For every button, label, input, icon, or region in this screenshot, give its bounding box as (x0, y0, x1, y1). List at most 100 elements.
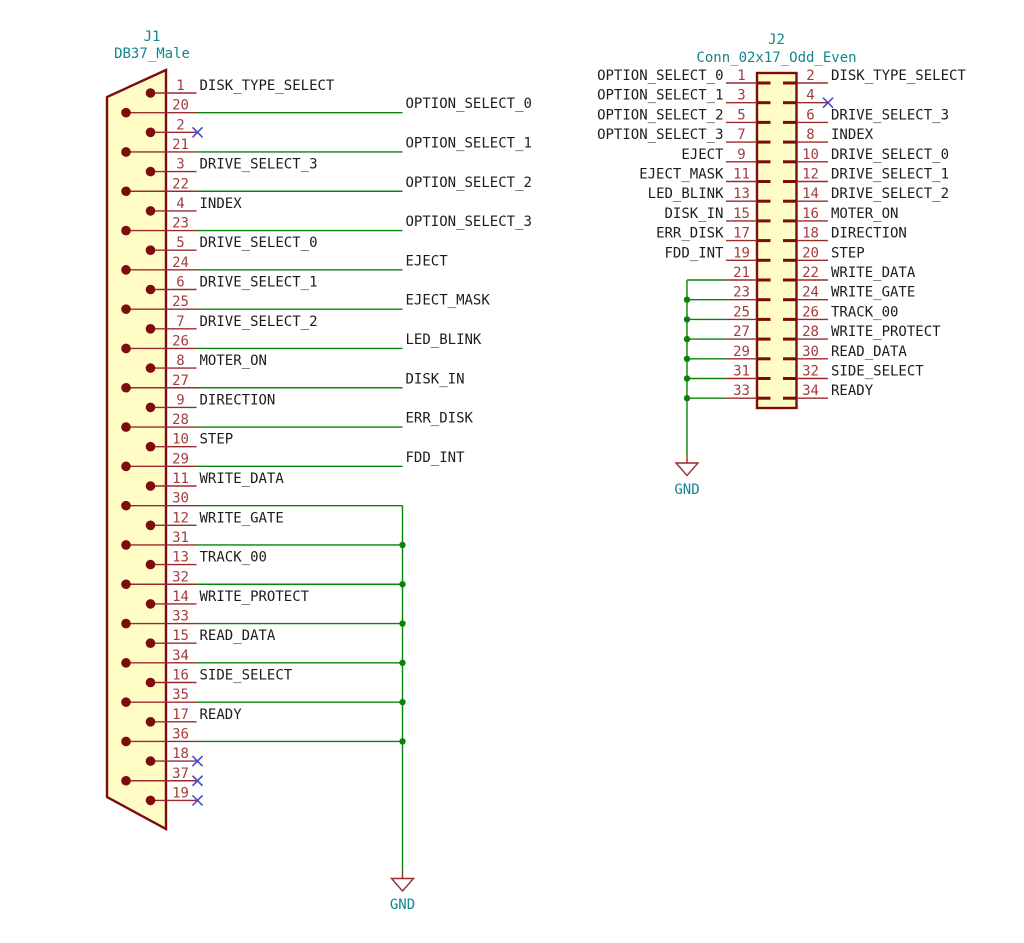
pin-dot (121, 579, 131, 590)
net-label[interactable]: SIDE_SELECT (200, 668, 293, 684)
net-label[interactable]: DRIVE_SELECT_2 (831, 186, 949, 202)
net-label[interactable]: FDD_INT (664, 245, 724, 261)
j1-reference[interactable]: J1 (144, 29, 161, 45)
net-label[interactable]: READY (200, 707, 243, 723)
pin-dot (121, 422, 131, 432)
pin-number: 24 (802, 285, 819, 301)
net-label[interactable]: DISK_TYPE_SELECT (200, 78, 335, 94)
j1-body[interactable] (105, 68, 168, 832)
net-label[interactable]: EJECT_MASK (406, 293, 491, 309)
pin-number: 6 (806, 107, 814, 123)
gnd-label[interactable]: GND (674, 482, 699, 498)
net-label[interactable]: WRITE_GATE (831, 285, 915, 301)
pin-number: 24 (172, 255, 189, 271)
j1-pin-row-32: 32 (121, 569, 403, 590)
pin-dot (145, 363, 156, 373)
net-label[interactable]: OPTION_SELECT_1 (597, 88, 723, 104)
pin-number: 2 (176, 117, 184, 133)
j1-pin-row-19: 19 (145, 785, 204, 806)
pin-number: 32 (802, 364, 819, 380)
j2-value[interactable]: Conn_02x17_Odd_Even (696, 50, 856, 66)
net-label[interactable]: SIDE_SELECT (831, 364, 924, 380)
net-label[interactable]: OPTION_SELECT_2 (406, 175, 532, 191)
net-label[interactable]: STEP (200, 432, 234, 448)
pin-number: 7 (737, 127, 745, 143)
pin-dot (121, 736, 131, 747)
no-connect-icon[interactable] (191, 794, 204, 806)
junction-dot (399, 659, 406, 667)
net-label[interactable]: DRIVE_SELECT_0 (200, 235, 318, 251)
pin-dot (145, 638, 156, 648)
pin-number: 37 (172, 766, 189, 782)
net-label[interactable]: EJECT_MASK (639, 167, 724, 183)
no-connect-icon[interactable] (822, 97, 834, 109)
no-connect-icon[interactable] (191, 755, 204, 767)
net-label[interactable]: DRIVE_SELECT_0 (831, 147, 949, 163)
net-label[interactable]: DIRECTION (200, 392, 276, 408)
gnd-power-symbol[interactable]: GND (390, 871, 415, 913)
no-connect-icon[interactable] (191, 775, 204, 787)
net-label[interactable]: OPTION_SELECT_3 (406, 214, 532, 230)
net-label[interactable]: WRITE_GATE (200, 510, 284, 526)
pin-dot (121, 107, 131, 118)
pin-dot (121, 461, 131, 472)
pin-dot (145, 127, 156, 138)
pin-number: 27 (172, 373, 189, 389)
pin-dot (121, 775, 131, 786)
net-label[interactable]: DISK_IN (406, 371, 465, 387)
net-label[interactable]: WRITE_PROTECT (200, 589, 310, 605)
pin-number: 34 (172, 648, 189, 664)
net-label[interactable]: OPTION_SELECT_0 (597, 68, 723, 84)
j1-value[interactable]: DB37_Male (114, 46, 190, 62)
net-label[interactable]: FDD_INT (406, 450, 466, 466)
net-label[interactable]: READY (831, 383, 874, 399)
net-label[interactable]: LED_BLINK (406, 332, 482, 348)
net-label[interactable]: TRACK_00 (831, 304, 898, 320)
net-label[interactable]: TRACK_00 (200, 550, 267, 566)
net-label[interactable]: WRITE_PROTECT (831, 324, 941, 340)
net-label[interactable]: READ_DATA (831, 344, 907, 360)
no-connect-icon[interactable] (191, 126, 204, 138)
net-label[interactable]: EJECT (406, 253, 449, 269)
net-label[interactable]: OPTION_SELECT_2 (597, 107, 723, 123)
net-label[interactable]: DISK_IN (664, 206, 723, 222)
net-label[interactable]: MOTER_ON (200, 353, 267, 369)
pin-number: 17 (733, 226, 750, 242)
gnd-label[interactable]: GND (390, 897, 415, 913)
net-label[interactable]: DRIVE_SELECT_3 (200, 157, 318, 173)
net-label[interactable]: READ_DATA (200, 628, 276, 644)
net-label[interactable]: DRIVE_SELECT_1 (200, 275, 318, 291)
net-label[interactable]: OPTION_SELECT_1 (406, 135, 532, 151)
gnd-power-symbol[interactable]: GND (674, 456, 700, 498)
net-label[interactable]: DRIVE_SELECT_3 (831, 107, 949, 123)
pin-dot (121, 343, 131, 354)
net-label[interactable]: INDEX (831, 127, 874, 143)
net-label[interactable]: ERR_DISK (406, 411, 474, 427)
net-label[interactable]: ERR_DISK (656, 226, 724, 242)
net-label[interactable]: OPTION_SELECT_3 (597, 127, 723, 143)
net-label[interactable]: DRIVE_SELECT_1 (831, 167, 949, 183)
net-label[interactable]: MOTER_ON (831, 206, 898, 222)
pin-number: 26 (172, 333, 189, 349)
net-label[interactable]: WRITE_DATA (831, 265, 916, 281)
pin-dot (145, 245, 156, 255)
net-label[interactable]: EJECT (681, 147, 724, 163)
net-label[interactable]: DRIVE_SELECT_2 (200, 314, 318, 330)
net-label[interactable]: DISK_TYPE_SELECT (831, 68, 966, 84)
net-label[interactable]: OPTION_SELECT_0 (406, 96, 532, 112)
net-label[interactable]: LED_BLINK (648, 186, 724, 202)
net-label[interactable]: DIRECTION (831, 226, 907, 242)
net-label[interactable]: INDEX (200, 196, 243, 212)
net-label[interactable]: STEP (831, 245, 865, 261)
pin-dot (121, 697, 131, 707)
j2-reference[interactable]: J2 (768, 32, 785, 48)
net-label[interactable]: WRITE_DATA (200, 471, 285, 487)
